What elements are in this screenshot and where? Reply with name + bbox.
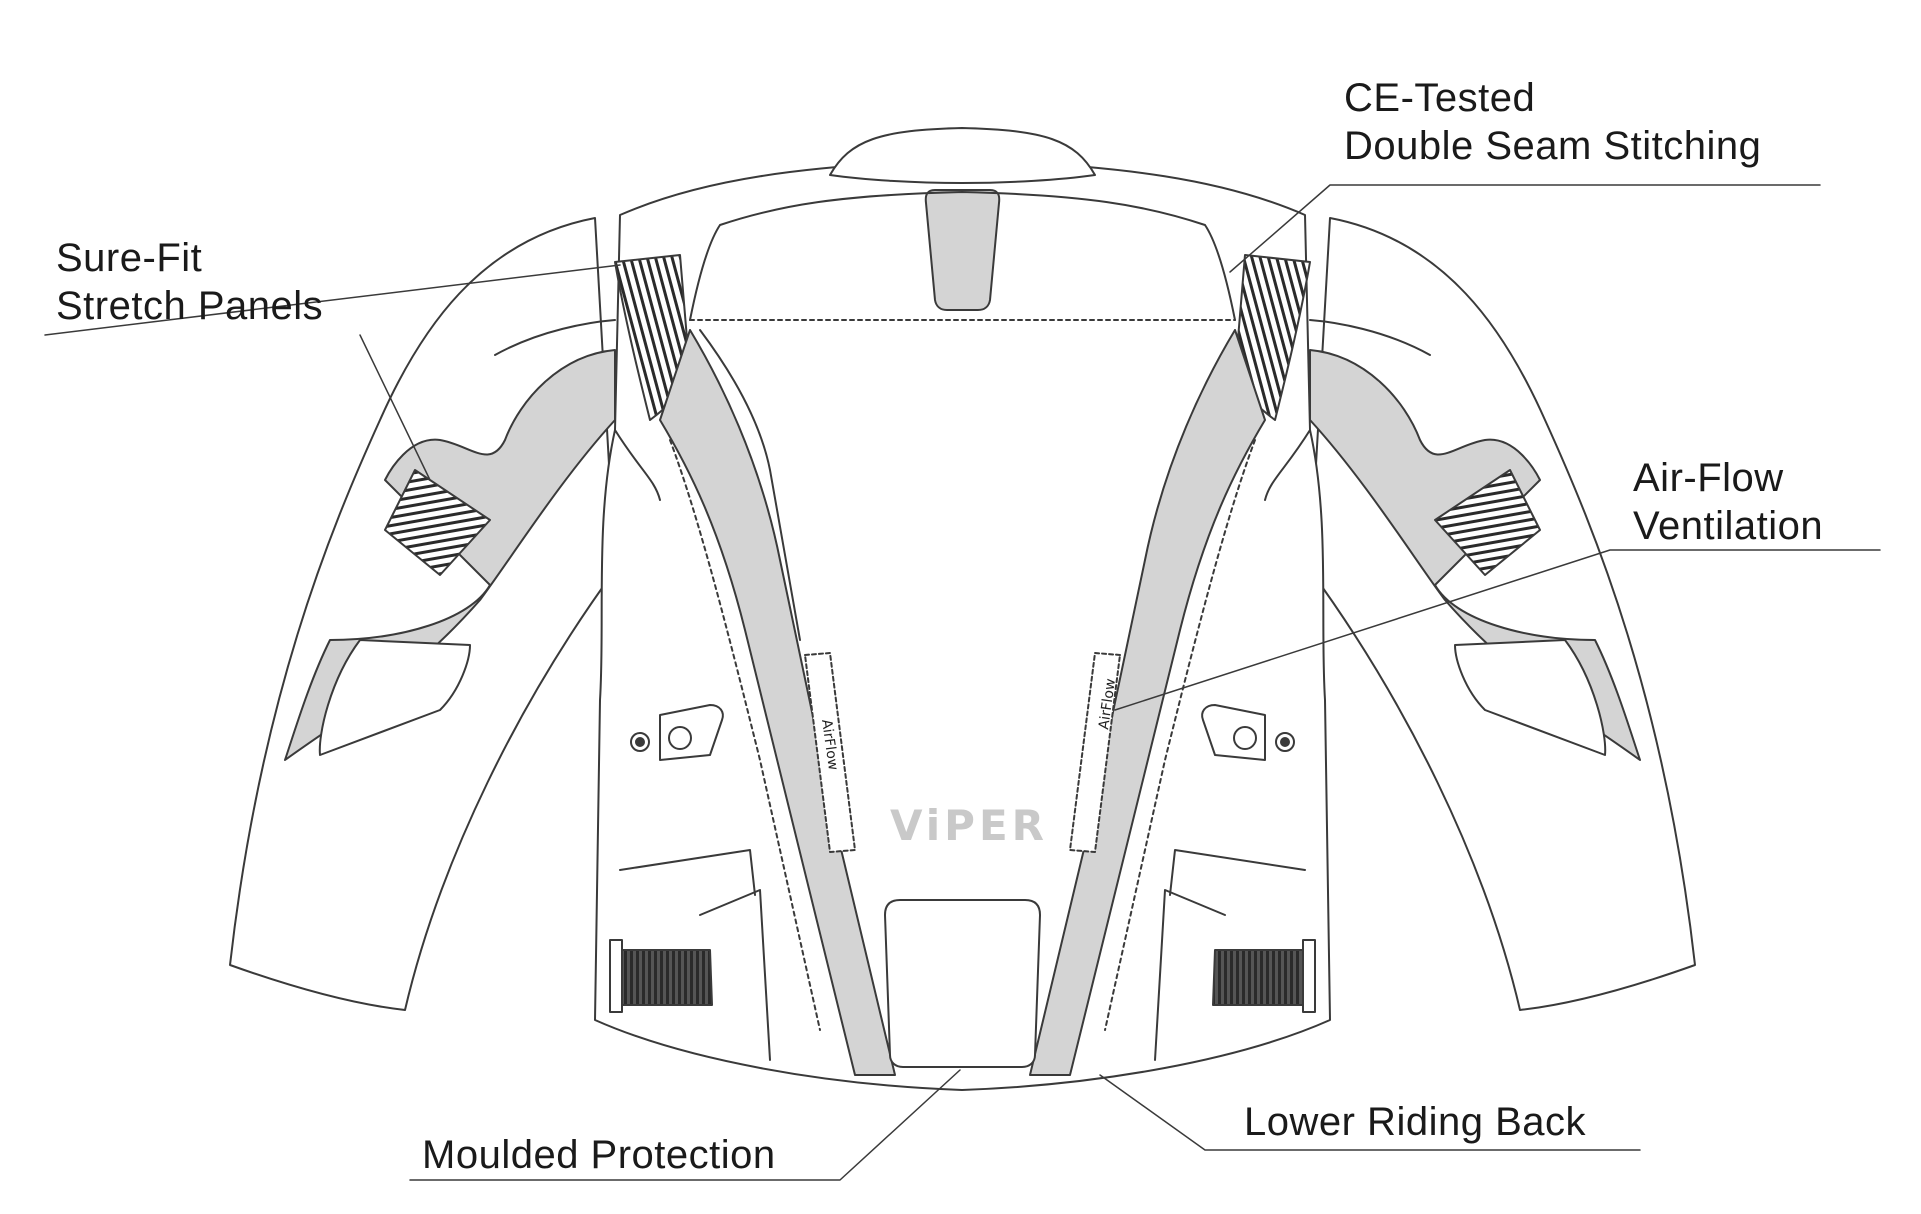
callout-ce-tested-line1: CE-Tested [1344, 76, 1536, 120]
callout-air-flow: Air-Flow Ventilation [1633, 454, 1823, 550]
left-sleeve [229, 217, 616, 1011]
left-vent-tag [804, 652, 856, 853]
leader-sure-fit-shoulder [44, 264, 621, 336]
right-waist-panel [1212, 949, 1306, 1006]
back-protector-pocket [884, 899, 1041, 1068]
right-elbow-vent [1454, 639, 1607, 756]
leader-lower-riding-back [1099, 1074, 1641, 1151]
collar-tab [924, 189, 1001, 311]
left-back-stripe-outer [659, 329, 896, 1076]
right-vent-label: AirFlow [1096, 678, 1119, 731]
leader-sure-fit-sleeve [359, 334, 431, 481]
right-sleeve [1309, 217, 1696, 1011]
left-back-stripe-inner [699, 329, 801, 641]
left-vent-label: AirFlow [818, 718, 841, 771]
callout-lower-riding-back-line1: Lower Riding Back [1244, 1100, 1586, 1144]
leader-moulded-protection [409, 1069, 961, 1181]
callout-moulded-protection: Moulded Protection [422, 1131, 776, 1179]
callout-lower-riding-back: Lower Riding Back [1244, 1098, 1586, 1146]
left-waist-panel [619, 949, 713, 1006]
callout-sure-fit: Sure-Fit Stretch Panels [56, 234, 323, 330]
callout-air-flow-line2: Ventilation [1633, 504, 1824, 548]
callout-ce-tested-line2: Double Seam Stitching [1344, 124, 1762, 168]
leader-lines [44, 184, 1881, 1181]
leader-ce-tested [1229, 184, 1821, 273]
callout-sure-fit-line2: Stretch Panels [56, 284, 324, 328]
callout-air-flow-line1: Air-Flow [1633, 456, 1784, 500]
left-sleeve-stretch-panel [384, 469, 491, 576]
right-vent-tag [1069, 652, 1121, 853]
leader-air-flow [1114, 549, 1881, 711]
callout-moulded-protection-line1: Moulded Protection [422, 1133, 776, 1177]
right-back-stripe-outer [1029, 329, 1266, 1076]
right-sleeve-stretch-panel [1434, 469, 1541, 576]
callout-ce-tested: CE-Tested Double Seam Stitching [1344, 74, 1761, 170]
callout-sure-fit-line1: Sure-Fit [56, 236, 203, 280]
collar [829, 127, 1096, 184]
brand-logo: ViPER [890, 801, 1048, 850]
left-elbow-vent [318, 639, 471, 756]
